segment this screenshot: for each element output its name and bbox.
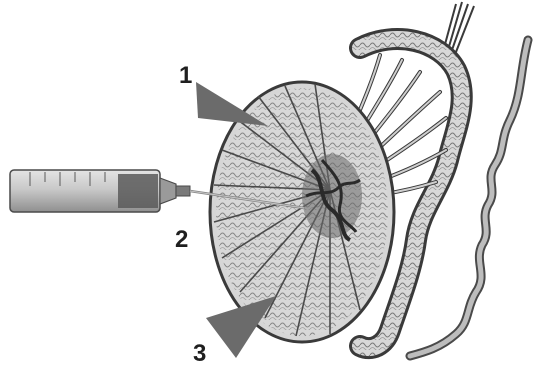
spermatic-cord: [444, 2, 474, 52]
syringe-liquid: [118, 174, 158, 208]
label-3: 3: [193, 342, 206, 366]
label-2: 2: [175, 228, 188, 252]
label-1: 1: [179, 64, 192, 88]
